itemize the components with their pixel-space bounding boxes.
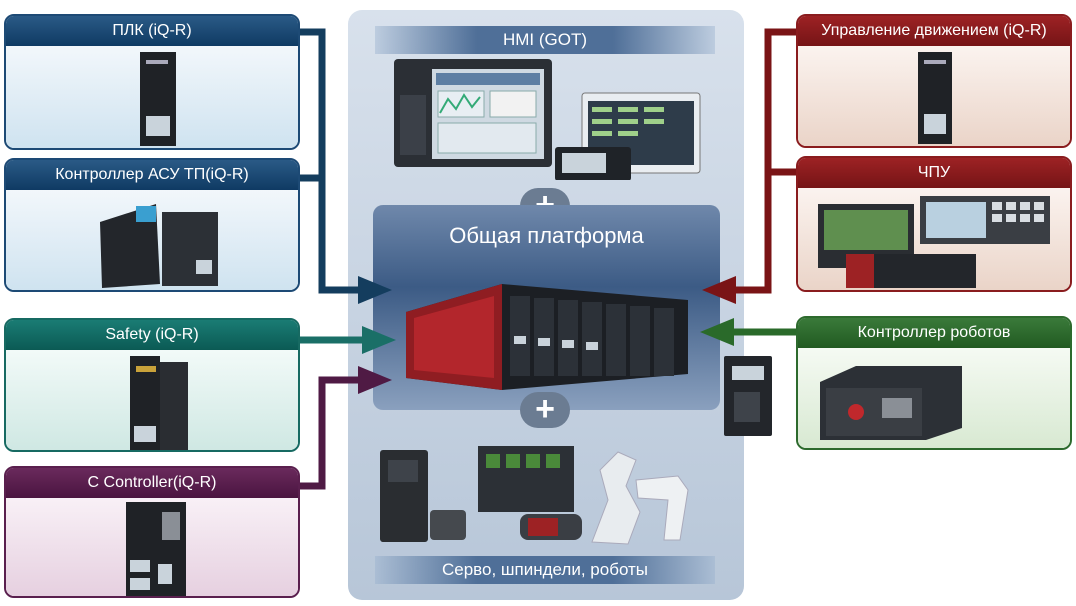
card-ccontroller-title: C Controller(iQ-R) xyxy=(6,468,298,498)
blue-arrow-head xyxy=(358,276,392,304)
robot-controller-image xyxy=(820,366,962,440)
cnc-equipment-image xyxy=(818,196,1050,288)
card-plc-title: ПЛК (iQ-R) xyxy=(6,16,298,46)
plus-bottom-label: + xyxy=(535,390,555,428)
card-c-controller: C Controller(iQ-R) xyxy=(4,466,300,598)
green-arrow-head xyxy=(700,318,734,346)
teal-arrow-head xyxy=(362,326,396,354)
plus-icon: + xyxy=(520,392,570,428)
card-cnc-title: ЧПУ xyxy=(798,158,1070,188)
servo-label: Серво, шпиндели, роботы xyxy=(441,560,649,579)
card-motion: Управление движением (iQ-R) xyxy=(796,14,1072,148)
card-process-title: Контроллер АСУ ТП(iQ-R) xyxy=(6,160,298,190)
iq-r-rack-image xyxy=(406,284,688,390)
motion-module-image xyxy=(918,52,952,144)
card-cnc: ЧПУ xyxy=(796,156,1072,292)
servo-band: Серво, шпиндели, роботы xyxy=(375,556,715,584)
servo-amplifier-image xyxy=(724,356,772,436)
safety-module-image xyxy=(130,356,188,450)
plum-arrow-head xyxy=(358,366,392,394)
hmi-band: HMI (GOT) xyxy=(375,26,715,54)
card-safety-title: Safety (iQ-R) xyxy=(6,320,298,350)
card-process-controller: Контроллер АСУ ТП(iQ-R) xyxy=(4,158,300,292)
c-controller-image xyxy=(126,502,186,596)
card-robot-title: Контроллер роботов xyxy=(798,318,1070,348)
plc-module-image xyxy=(140,52,176,146)
red-arrow-head xyxy=(702,276,736,304)
servo-spindle-robot-image xyxy=(380,446,689,545)
card-motion-title: Управление движением (iQ-R) xyxy=(798,16,1070,46)
hmi-devices-image xyxy=(394,59,701,180)
process-controller-image xyxy=(100,204,218,288)
hmi-label: HMI (GOT) xyxy=(502,30,588,49)
card-safety: Safety (iQ-R) xyxy=(4,318,300,452)
card-plc: ПЛК (iQ-R) xyxy=(4,14,300,150)
card-robot-controller: Контроллер роботов xyxy=(796,316,1072,450)
platform-title: Общая платформа xyxy=(449,223,644,248)
